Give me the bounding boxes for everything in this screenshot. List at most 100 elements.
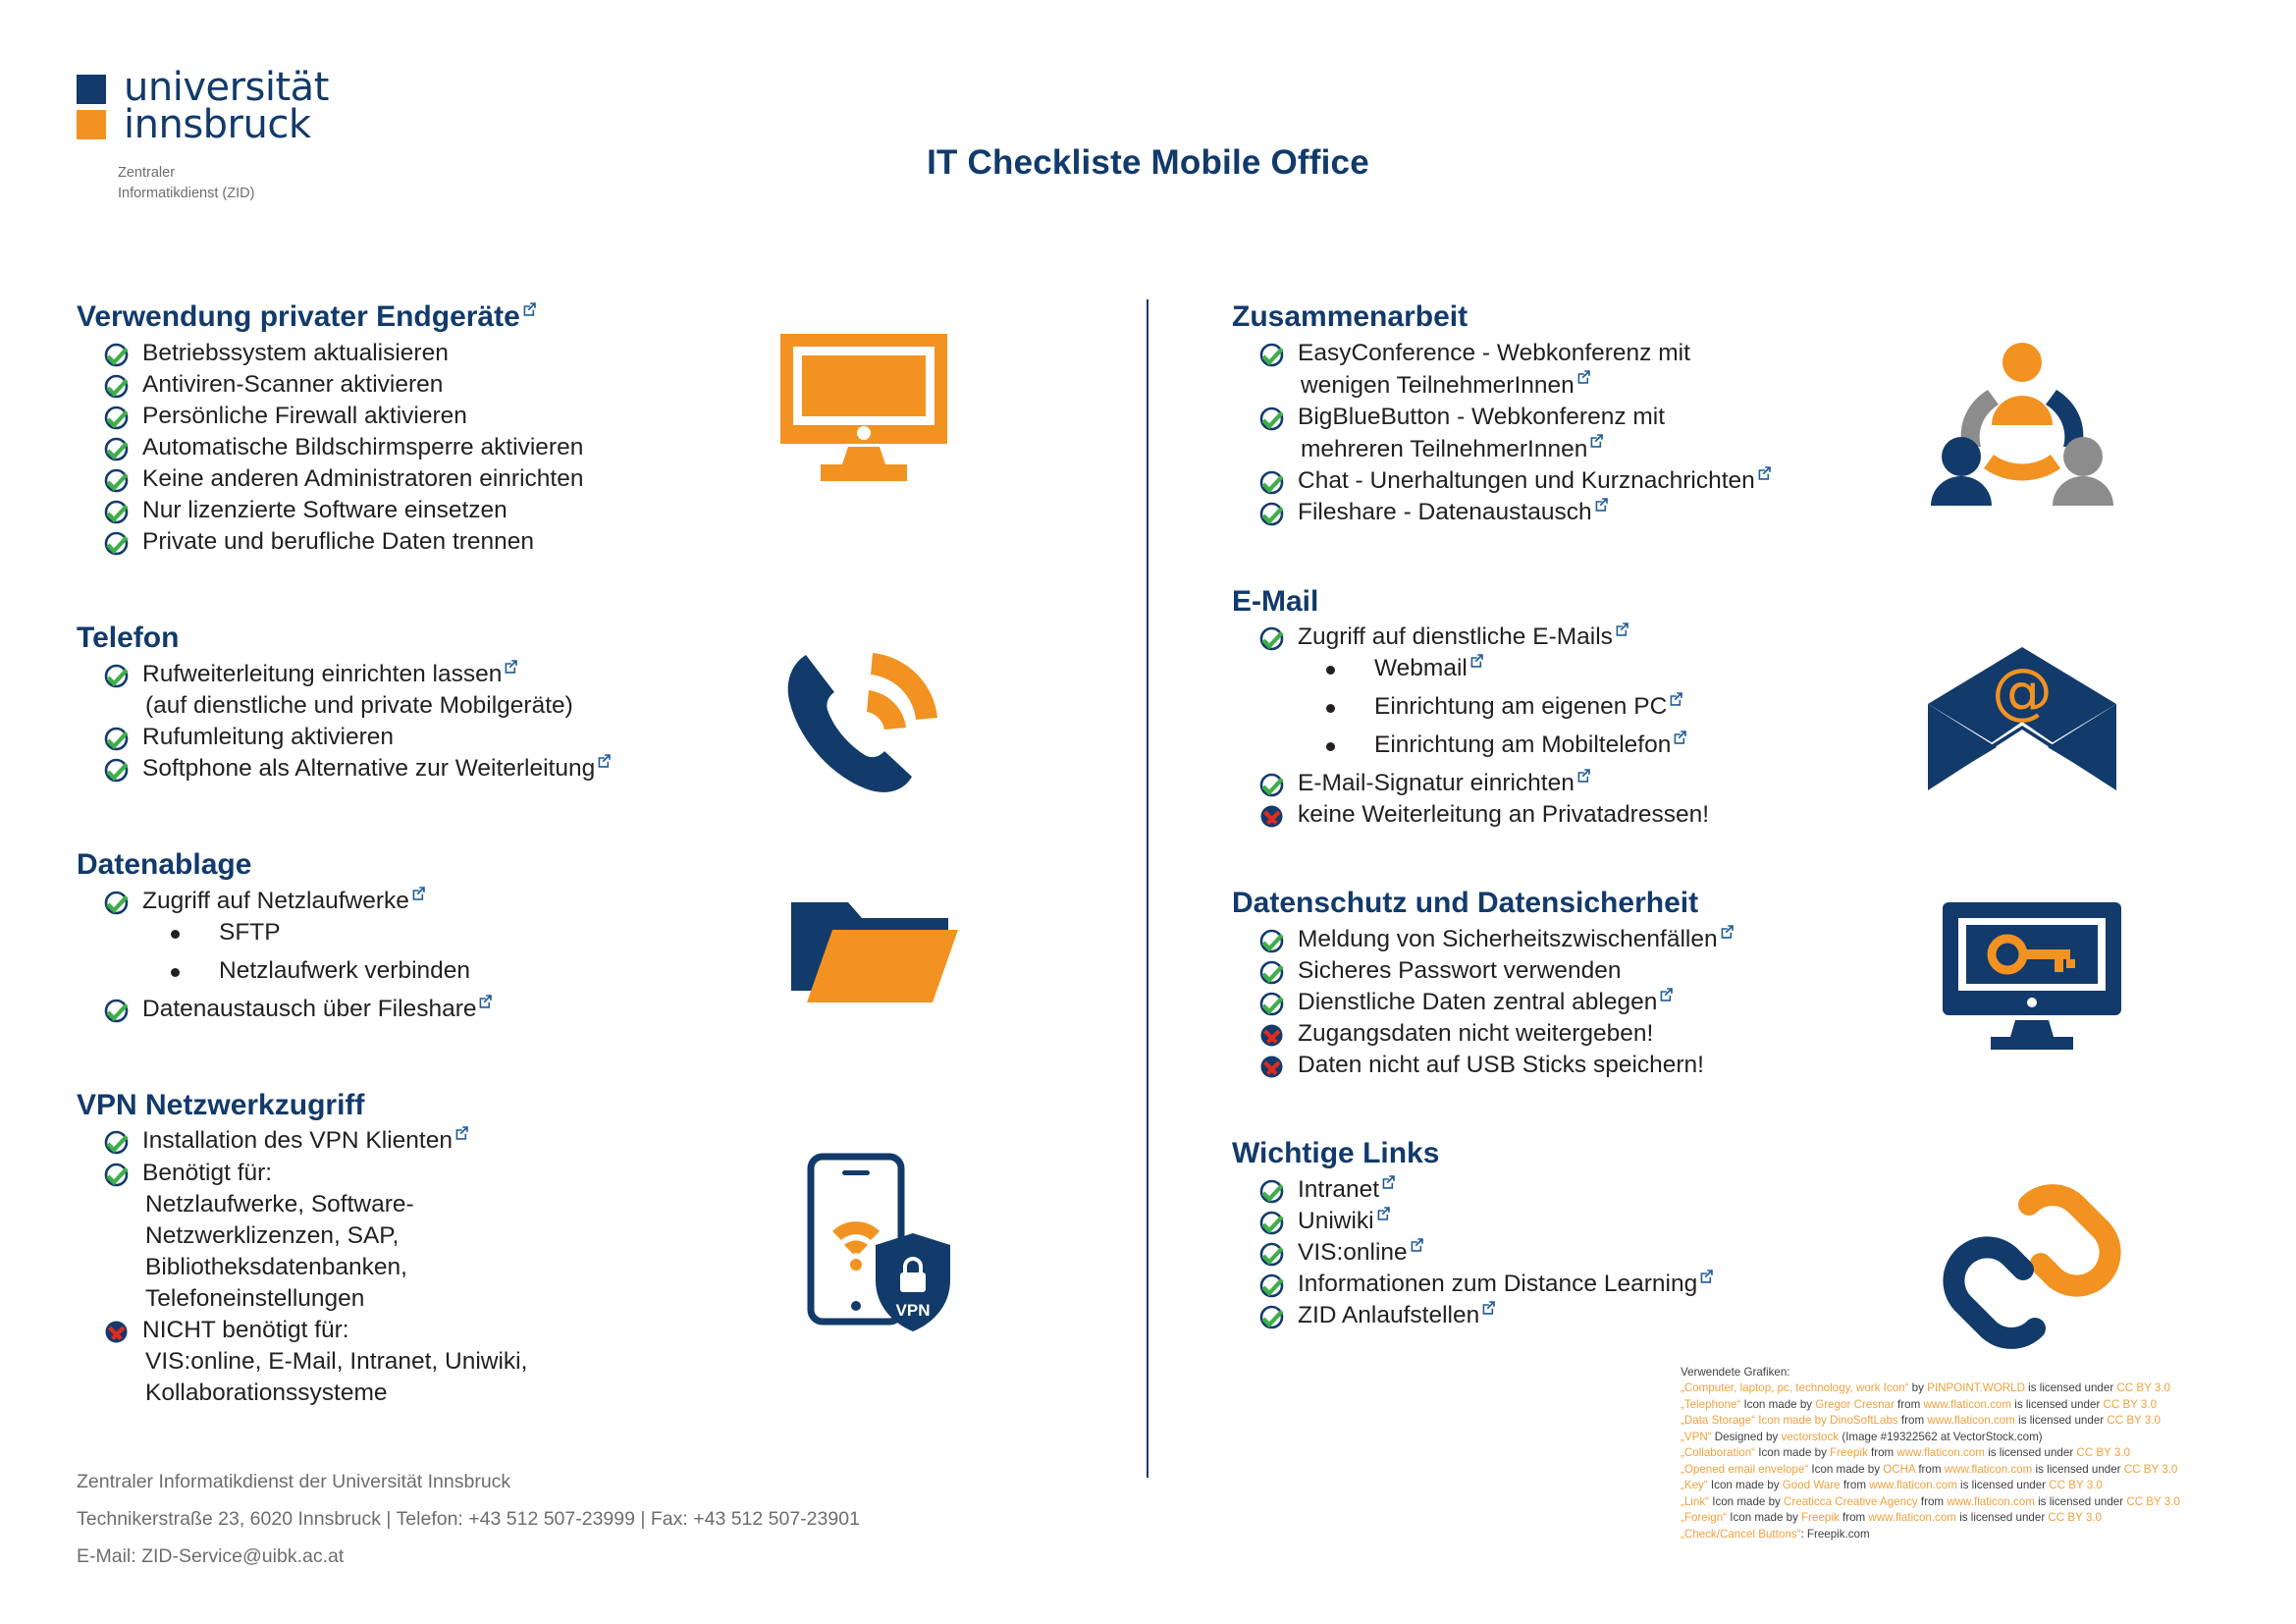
- checklist-item: Private und berufliche Daten trennen: [77, 526, 1107, 557]
- credit-highlight: vectorstock: [1781, 1430, 1840, 1443]
- credit-line: „VPN“ Designed by vectorstock (Image #19…: [1681, 1430, 2269, 1445]
- external-link-icon[interactable]: [1376, 1206, 1391, 1220]
- checklist-item[interactable]: Dienstliche Daten zentral ablegen: [1232, 987, 2243, 1017]
- check-mark-icon: [104, 727, 129, 751]
- checklist-item[interactable]: Intranet: [1232, 1174, 2243, 1205]
- external-link-icon[interactable]: [411, 886, 426, 900]
- external-link-icon[interactable]: [1469, 653, 1484, 668]
- check-mark-icon: [1259, 502, 1284, 526]
- external-link-icon[interactable]: [1699, 1269, 1714, 1283]
- monitor-key-icon: [1939, 898, 2125, 1060]
- credit-text: from: [1839, 1511, 1869, 1525]
- check-mark-icon: [1259, 992, 1284, 1016]
- credit-highlight: CC BY 3.0: [2049, 1479, 2103, 1492]
- university-logo: universität innsbruck: [77, 68, 329, 145]
- external-link-icon[interactable]: [1576, 369, 1591, 384]
- external-link-icon[interactable]: [1481, 1300, 1496, 1315]
- external-link-icon[interactable]: [522, 301, 537, 316]
- checklist-item-label: Private und berufliche Daten trennen: [142, 528, 535, 556]
- checklist-item[interactable]: Uniwiki: [1232, 1206, 2243, 1236]
- section-heading: Zusammenarbeit: [1232, 299, 1468, 336]
- external-link-icon[interactable]: [1757, 465, 1772, 481]
- checklist-item[interactable]: Softphone als Alternative zur Weiterleit…: [77, 753, 1107, 784]
- checklist-item[interactable]: Chat - Unerhaltungen und Kurznachrichten: [1232, 465, 2243, 496]
- credit-text: Icon made by: [1740, 1397, 1816, 1411]
- checklist-item[interactable]: ZID Anlaufstellen: [1232, 1300, 2243, 1330]
- external-link-icon[interactable]: [1594, 497, 1609, 513]
- external-link-icon[interactable]: [454, 1125, 469, 1141]
- checklist-item[interactable]: VIS:online: [1232, 1237, 2243, 1268]
- checklist-subitem-label: Webmail: [1374, 655, 1468, 682]
- section-gap: [77, 558, 1107, 621]
- check-mark-icon: [104, 664, 129, 688]
- chain-link-icon: [1939, 1183, 2125, 1355]
- external-link-icon[interactable]: [1615, 622, 1629, 636]
- credit-text: is licensed under: [2034, 1494, 2127, 1508]
- check-mark-icon: [104, 500, 129, 524]
- continuation-label: Netzwerklizenzen, SAP,: [145, 1221, 400, 1249]
- external-link-icon[interactable]: [1381, 1174, 1396, 1189]
- check-mark-icon: [1259, 343, 1284, 367]
- external-link-icon[interactable]: [597, 753, 612, 768]
- continuation-label: Bibliotheksdatenbanken,: [145, 1253, 407, 1280]
- checklist-item-label: Zugriff auf Netzlaufwerke: [142, 887, 409, 914]
- checklist-item-label: Rufweiterleitung einrichten lassen: [142, 660, 503, 687]
- logo-subtitle: Zentraler Informatikdienst (ZID): [118, 163, 254, 204]
- external-link-icon[interactable]: [1410, 1237, 1424, 1252]
- cross-mark-icon: [104, 1320, 129, 1344]
- checklist-item-label: Datenaustausch über Fileshare: [142, 995, 477, 1022]
- credit-line: „Computer, laptop, pc, technology, work …: [1681, 1380, 2269, 1396]
- checklist-item[interactable]: Fileshare - Datenaustausch: [1232, 497, 2243, 527]
- external-link-icon[interactable]: [1673, 730, 1687, 744]
- checklist-item-label: EasyConference - Webkonferenz mit: [1298, 339, 1690, 366]
- page-title: IT Checkliste Mobile Office: [927, 143, 1369, 182]
- credit-line: „Telephone“ Icon made by Gregor Cresnar …: [1681, 1397, 2269, 1413]
- credit-text: Icon made by: [1707, 1479, 1783, 1492]
- external-link-icon[interactable]: [504, 659, 518, 674]
- checklist-item[interactable]: Informationen zum Distance Learning: [1232, 1269, 2243, 1299]
- credit-text: Icon made by: [1808, 1462, 1884, 1476]
- checklist-item[interactable]: Zugriff auf Netzlaufwerke: [77, 886, 1107, 916]
- checklist-subitem[interactable]: Einrichtung am Mobiltelefon: [1232, 730, 2243, 761]
- checklist-item-label: VIS:online: [1298, 1238, 1408, 1266]
- external-link-icon[interactable]: [478, 994, 493, 1008]
- checklist-item[interactable]: Datenaustausch über Fileshare: [77, 994, 1107, 1024]
- external-link-icon[interactable]: [1576, 768, 1591, 783]
- checklist-item-label: E-Mail-Signatur einrichten: [1298, 769, 1575, 796]
- credit-text: Icon made by: [1755, 1446, 1831, 1460]
- credit-line: „Opened email envelope“ Icon made by OCH…: [1681, 1462, 2269, 1478]
- section-gap: [77, 785, 1107, 847]
- external-link-icon[interactable]: [1659, 987, 1674, 1001]
- checklist-item[interactable]: Meldung von Sicherheitszwischenfällen: [1232, 924, 2243, 954]
- checklist-subitem[interactable]: Einrichtung am eigenen PC: [1232, 691, 2243, 723]
- cross-mark-icon: [1259, 1023, 1284, 1048]
- check-mark-icon: [1259, 960, 1284, 985]
- credit-line: „Check/Cancel Buttons“: Freepik.com: [1681, 1527, 2269, 1543]
- credit-highlight: CC BY 3.0: [2076, 1446, 2130, 1460]
- checklist-item[interactable]: Rufweiterleitung einrichten lassen: [77, 659, 1107, 689]
- bullet-dot-icon: [171, 930, 180, 940]
- section-heading: Datenschutz und Datensicherheit: [1232, 886, 1698, 922]
- credit-highlight: Gregor Cresnar: [1815, 1397, 1895, 1411]
- external-link-icon[interactable]: [1589, 433, 1604, 448]
- checklist-item[interactable]: Installation des VPN Klienten: [77, 1125, 1107, 1156]
- credit-highlight: „Check/Cancel Buttons“: [1681, 1527, 1801, 1541]
- checklist-subitem[interactable]: Webmail: [1232, 653, 2243, 684]
- checklist-item-label: Antiviren-Scanner aktivieren: [142, 370, 444, 398]
- bullet-dot-icon: [171, 967, 180, 977]
- external-link-icon[interactable]: [1720, 924, 1735, 939]
- checklist-item-continuation: VIS:online, E-Mail, Intranet, Uniwiki,: [77, 1346, 1107, 1377]
- credit-highlight: Good Ware: [1782, 1479, 1841, 1492]
- credit-text: is licensed under: [1955, 1511, 2049, 1525]
- logo-square-blue: [77, 75, 106, 104]
- external-link-icon[interactable]: [1669, 691, 1683, 706]
- credits-lines: „Computer, laptop, pc, technology, work …: [1681, 1380, 2269, 1543]
- checklist-item[interactable]: E-Mail-Signatur einrichten: [1232, 768, 2243, 798]
- credit-text: from: [1894, 1397, 1924, 1411]
- checklist-item[interactable]: Zugriff auf dienstliche E-Mails: [1232, 622, 2243, 652]
- checklist-subitem-label: Einrichtung am eigenen PC: [1374, 693, 1668, 721]
